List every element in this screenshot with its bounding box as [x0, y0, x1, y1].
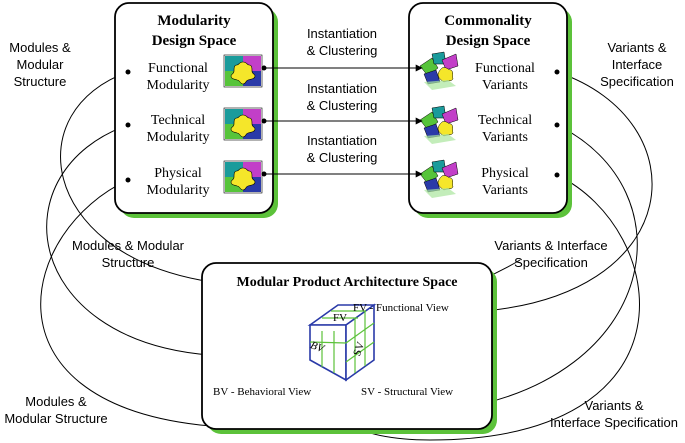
arrow-label-2-line2: & Clustering	[307, 98, 378, 113]
arrow-label-3-line1: Instantiation	[307, 133, 377, 148]
label-bottom-left-line1: Modules &	[25, 394, 87, 409]
view-cube	[307, 303, 377, 382]
side-labels: Modules & Modular Structure Variants & I…	[4, 40, 678, 430]
label-top-left-line3: Structure	[14, 74, 67, 89]
label-top-left-line1: Modules &	[9, 40, 71, 55]
arrow-label-3-line2: & Clustering	[307, 150, 378, 165]
label-bottom-left-line2: Modular Structure	[4, 411, 107, 426]
architecture-title: Modular Product Architecture Space	[237, 275, 458, 290]
technical-modularity-line1: Technical	[151, 113, 205, 128]
technical-variants-line1: Technical	[478, 113, 532, 128]
label-mid-left-line2: Structure	[102, 255, 155, 270]
fv-face-label: FV	[333, 312, 347, 324]
fv-legend: FV - Functional View	[353, 302, 449, 314]
functional-variants-line2: Variants	[482, 78, 528, 93]
architecture-space-box: Modular Product Architecture Space FV BV…	[201, 262, 493, 430]
technical-puzzle-icon	[223, 107, 263, 141]
functional-modularity-line1: Functional	[148, 61, 208, 76]
label-mid-left-line1: Modules & Modular	[72, 238, 185, 253]
arrow-label-1-line2: & Clustering	[307, 43, 378, 58]
label-top-right-line2: Interface	[612, 57, 663, 72]
label-top-right-line1: Variants &	[607, 40, 666, 55]
sv-legend: SV - Structural View	[361, 386, 453, 398]
physical-modularity-line2: Modularity	[147, 183, 210, 198]
modularity-title-line1: Modularity	[157, 13, 231, 29]
arrow-label-2-line1: Instantiation	[307, 81, 377, 96]
sv-face-label: SV	[351, 340, 367, 357]
physical-puzzle-icon	[223, 160, 263, 194]
bv-legend: BV - Behavioral View	[213, 386, 311, 398]
instantiation-arrows: Instantiation & Clustering Instantiation…	[261, 26, 423, 178]
modularity-title-line2: Design Space	[152, 33, 237, 49]
label-top-right-line3: Specification	[600, 74, 674, 89]
label-top-left-line2: Modular	[17, 57, 65, 72]
label-mid-right-line2: Specification	[514, 255, 588, 270]
physical-variants-line1: Physical	[481, 166, 529, 181]
modularity-design-space-box: Modularity Design Space Functional Modul…	[114, 2, 274, 214]
label-bottom-right-line1: Variants &	[584, 398, 643, 413]
physical-modularity-line1: Physical	[154, 166, 202, 181]
functional-modularity-line2: Modularity	[147, 78, 210, 93]
arrow-label-1-line1: Instantiation	[307, 26, 377, 41]
commonality-title-line1: Commonality	[444, 13, 532, 29]
technical-modularity-line2: Modularity	[147, 130, 210, 145]
physical-variants-line2: Variants	[482, 183, 528, 198]
bv-face-label: BV	[309, 339, 327, 355]
commonality-title-line2: Design Space	[446, 33, 531, 49]
technical-variants-line2: Variants	[482, 130, 528, 145]
label-mid-right-line1: Variants & Interface	[494, 238, 607, 253]
commonality-design-space-box: Commonality Design Space Functional Vari…	[408, 2, 568, 214]
functional-puzzle-icon	[223, 54, 263, 88]
functional-variants-line1: Functional	[475, 61, 535, 76]
label-bottom-right-line2: Interface Specification	[550, 415, 678, 430]
